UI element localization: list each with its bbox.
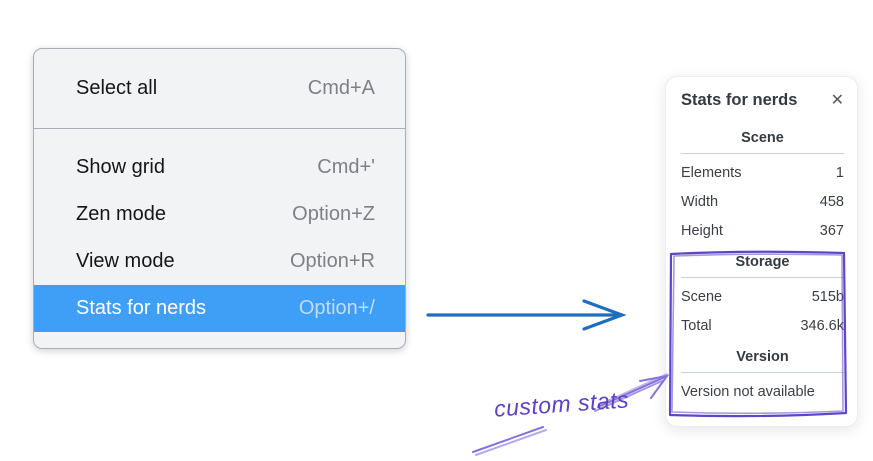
stat-label: Height <box>681 223 723 239</box>
menu-item-select-all[interactable]: Select all Cmd+A <box>34 65 405 112</box>
menu-item-label: Zen mode <box>76 203 167 225</box>
stats-panel-title: Stats for nerds <box>681 91 798 109</box>
section-divider <box>681 153 844 154</box>
context-menu: Select all Cmd+A Show grid Cmd+' Zen mod… <box>33 48 406 349</box>
menu-section-top: Select all Cmd+A <box>34 49 405 128</box>
menu-item-shortcut: Option+Z <box>292 203 375 225</box>
stat-label: Scene <box>681 289 723 305</box>
menu-item-shortcut: Option+R <box>289 250 375 272</box>
stat-row-width: Width 458 <box>681 192 844 212</box>
menu-section-bottom: Show grid Cmd+' Zen mode Option+Z View m… <box>34 129 405 348</box>
menu-item-stats-for-nerds[interactable]: Stats for nerds Option+/ <box>34 285 405 332</box>
stat-row-total-storage: Total 346.6k <box>681 316 844 336</box>
scene-section-header: Scene <box>741 130 784 146</box>
stat-row-elements: Elements 1 <box>681 163 844 183</box>
menu-item-label: View mode <box>76 250 175 272</box>
version-section-header: Version <box>736 349 789 365</box>
version-note: Version not available <box>681 384 815 400</box>
flow-arrow-right-icon <box>426 299 627 331</box>
menu-item-zen-mode[interactable]: Zen mode Option+Z <box>34 191 405 238</box>
stat-value: 515b <box>811 289 844 305</box>
stat-value: 346.6k <box>800 318 844 334</box>
menu-item-view-mode[interactable]: View mode Option+R <box>34 238 405 285</box>
storage-section-header: Storage <box>735 254 790 270</box>
annotation-label: custom stats <box>493 386 630 422</box>
menu-divider <box>34 128 405 129</box>
menu-item-label: Stats for nerds <box>76 297 207 319</box>
stat-value: 367 <box>819 223 844 239</box>
menu-item-label: Show grid <box>76 156 165 178</box>
stat-value: 458 <box>819 194 844 210</box>
stats-panel: Stats for nerds ✕ Scene Elements 1 Width… <box>665 76 858 427</box>
menu-item-show-grid[interactable]: Show grid Cmd+' <box>34 144 405 191</box>
menu-item-shortcut: Option+/ <box>298 297 375 319</box>
section-divider <box>681 372 844 373</box>
stats-panel-header: Stats for nerds ✕ <box>681 91 844 110</box>
section-divider <box>681 277 844 278</box>
stat-label: Total <box>681 318 712 334</box>
close-icon[interactable]: ✕ <box>830 91 844 109</box>
menu-item-shortcut: Cmd+A <box>307 77 375 99</box>
menu-item-label: Select all <box>76 77 158 99</box>
stat-label: Elements <box>681 165 742 181</box>
menu-item-shortcut: Cmd+' <box>317 156 375 178</box>
stat-row-height: Height 367 <box>681 221 844 241</box>
stat-row-scene-storage: Scene 515b <box>681 287 844 307</box>
stat-value: 1 <box>835 165 844 181</box>
stat-label: Width <box>681 194 719 210</box>
